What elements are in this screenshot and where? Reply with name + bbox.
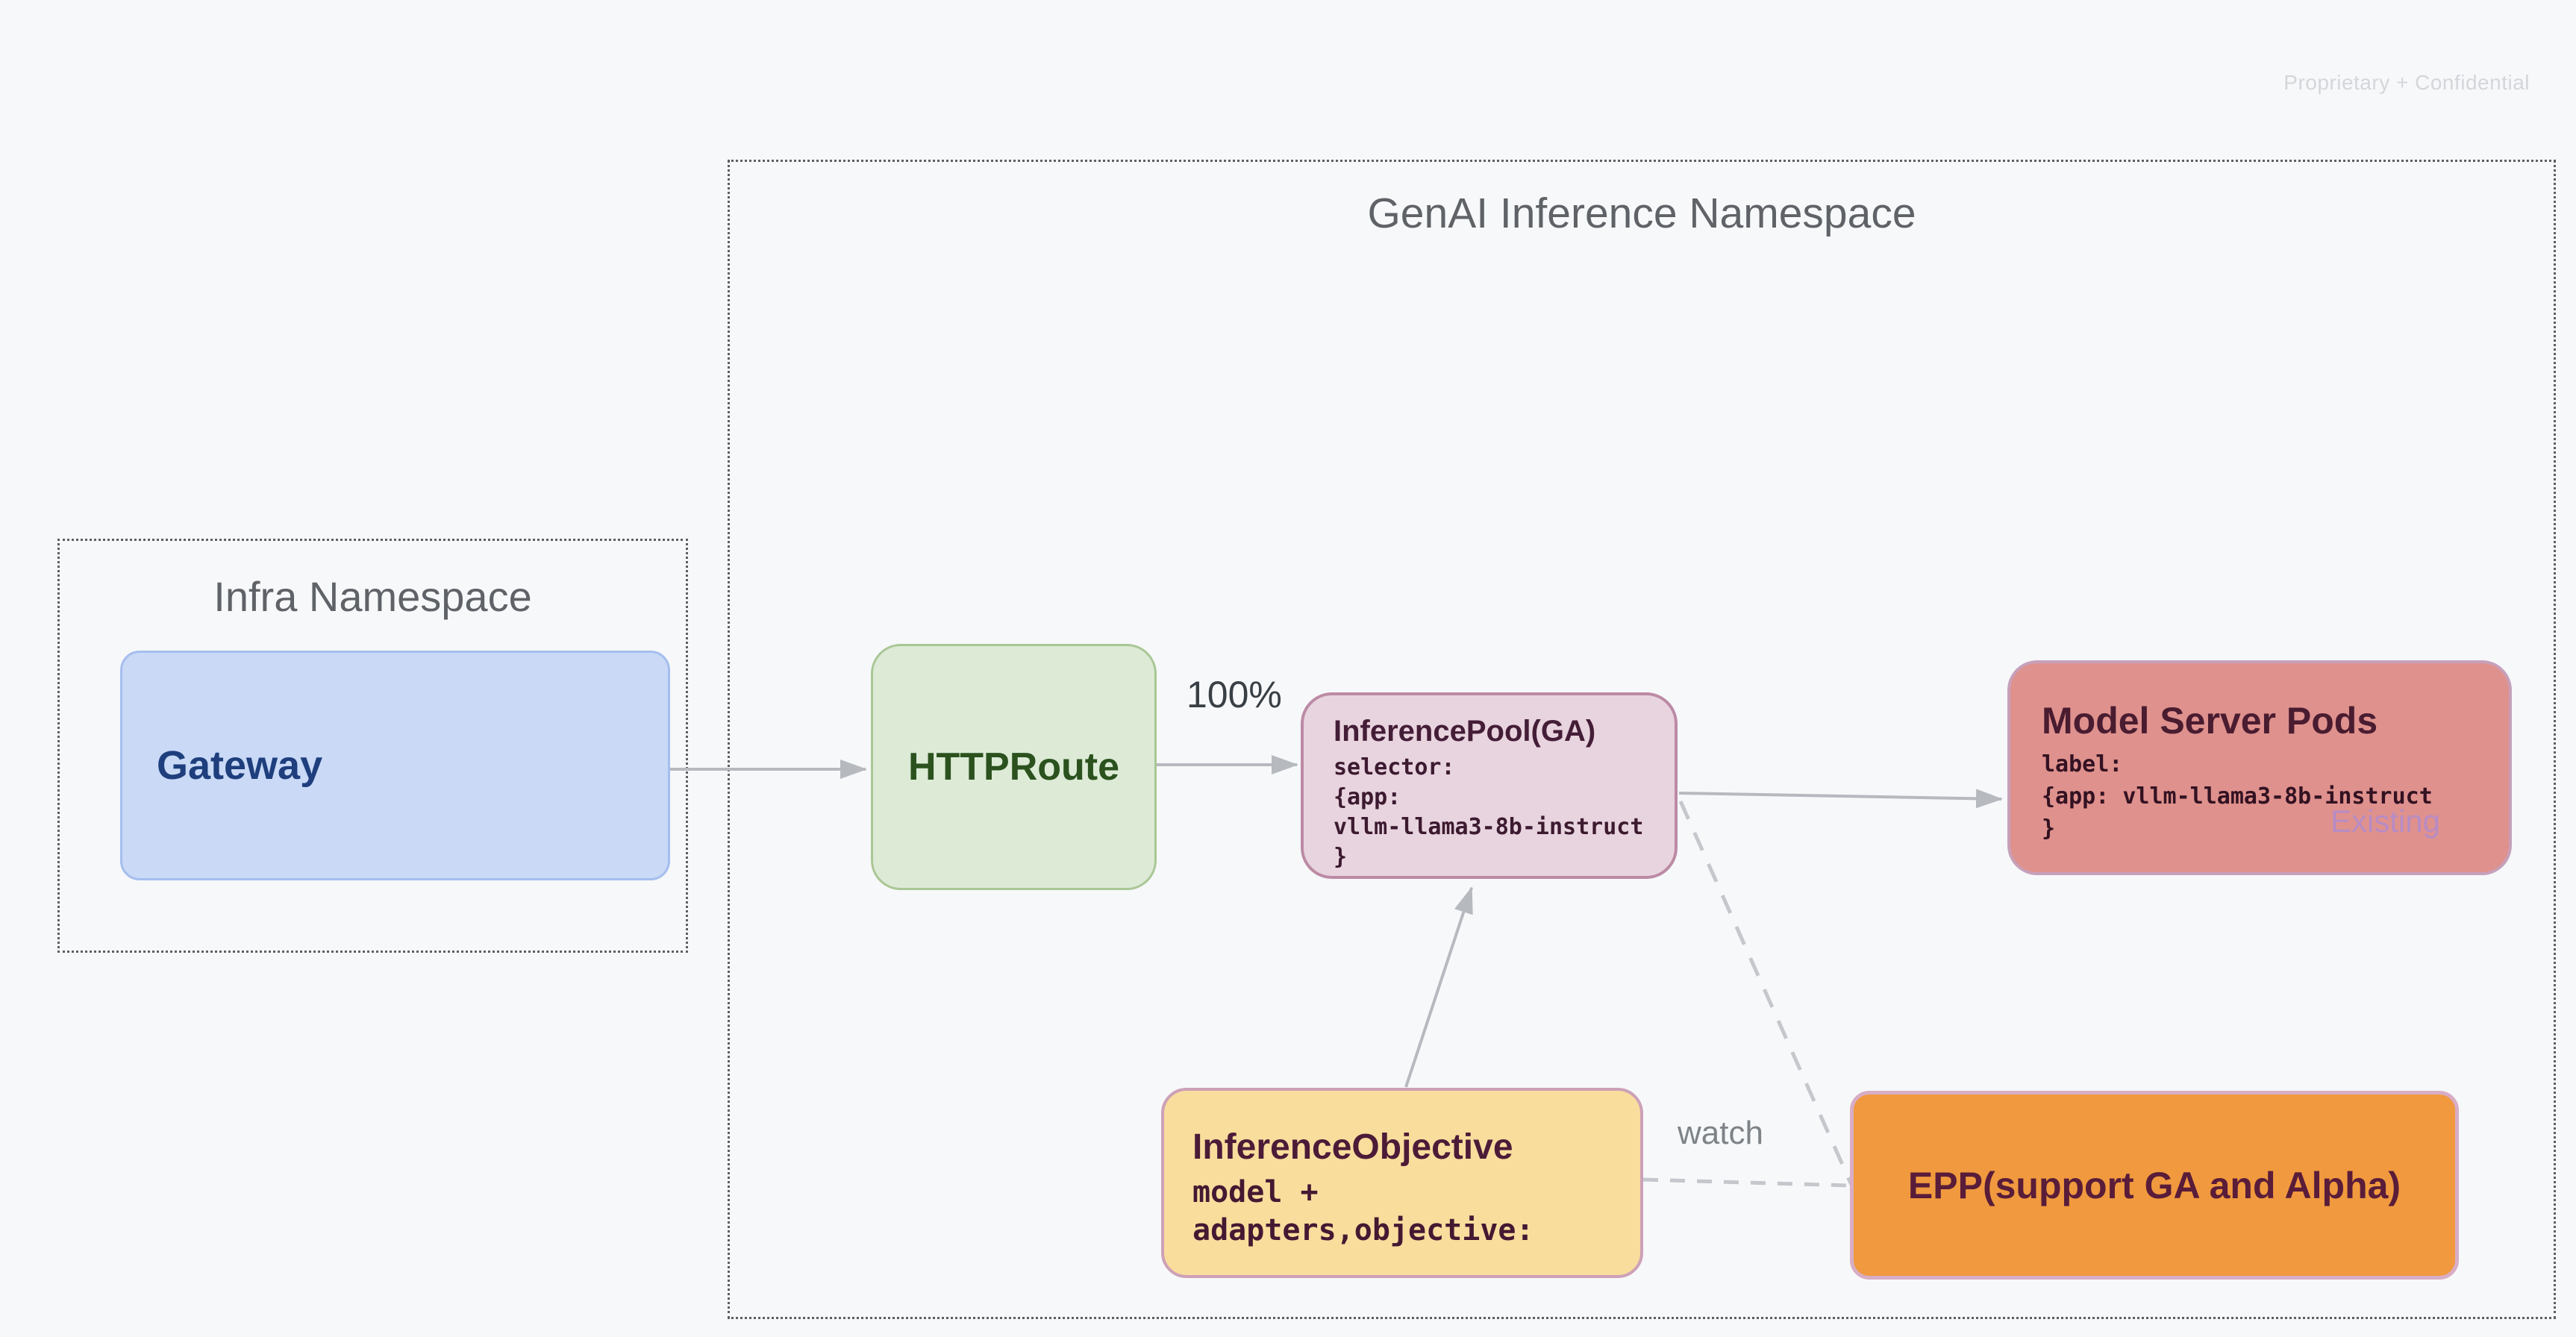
httproute-node: HTTPRoute — [871, 644, 1157, 890]
infra-namespace-box: Infra Namespace — [57, 539, 688, 953]
inference-objective-body-text: model + adapters,objective: — [1192, 1175, 1534, 1247]
existing-status-label: Existing — [2330, 804, 2440, 839]
inference-pool-node: InferencePool(GA) selector: {app: vllm-l… — [1301, 692, 1678, 879]
epp-node: EPP(support GA and Alpha) — [1850, 1091, 2459, 1280]
gateway-node: Gateway — [120, 651, 670, 880]
genai-namespace-box: GenAI Inference Namespace — [728, 160, 2556, 1319]
model-server-pods-title: Model Server Pods — [2042, 700, 2378, 742]
confidentiality-watermark: Proprietary + Confidential — [2283, 71, 2530, 94]
model-server-pods-node: Model Server Pods label: {app: vllm-llam… — [2007, 660, 2512, 875]
httproute-title: HTTPRoute — [907, 745, 1120, 789]
gateway-title: Gateway — [157, 743, 323, 788]
watch-label: watch — [1678, 1115, 1763, 1151]
inference-objective-title: InferenceObjective — [1192, 1127, 1513, 1167]
inference-pool-selector-text: selector: {app: vllm-llama3-8b-instruct … — [1334, 754, 1644, 870]
genai-namespace-title: GenAI Inference Namespace — [1367, 190, 1916, 237]
epp-title: EPP(support GA and Alpha) — [1907, 1164, 2401, 1206]
traffic-split-label: 100% — [1187, 674, 1282, 716]
model-server-pods-label-text: label: {app: vllm-llama3-8b-instruct } — [2042, 751, 2433, 842]
inference-pool-title: InferencePool(GA) — [1334, 715, 1596, 748]
inference-objective-node: InferenceObjective model + adapters,obje… — [1161, 1088, 1643, 1278]
infra-namespace-title: Infra Namespace — [213, 573, 532, 620]
